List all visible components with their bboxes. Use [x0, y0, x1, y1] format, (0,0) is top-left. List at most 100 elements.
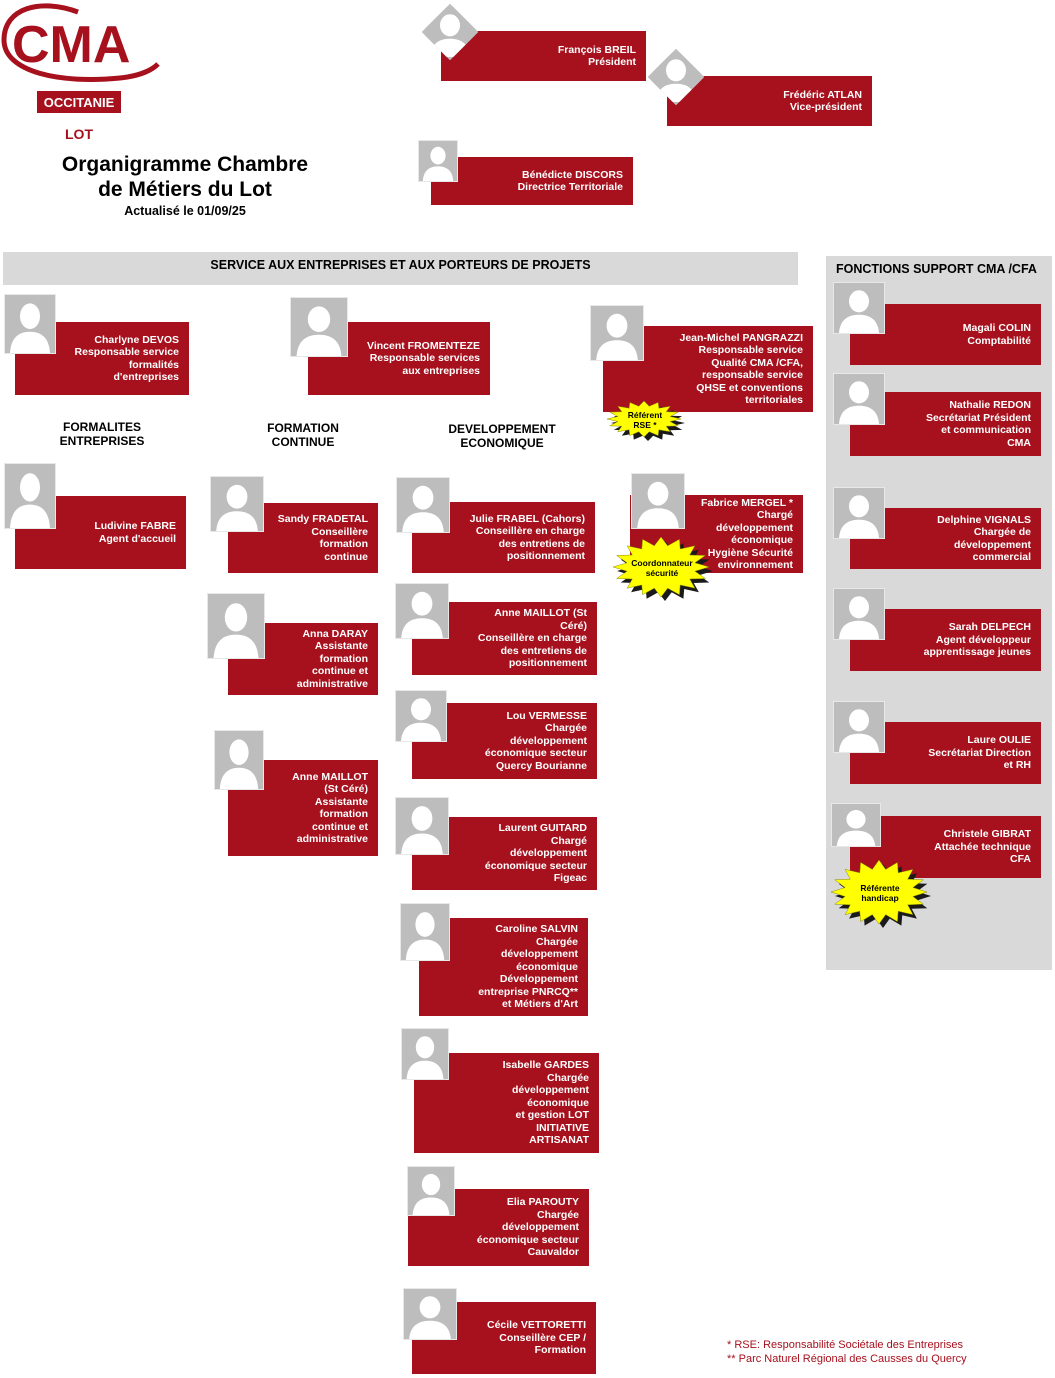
badge-handicap: Référente handicap	[828, 857, 932, 929]
starburst-fill	[830, 859, 928, 925]
person-name: Christele GIBRAT	[943, 828, 1031, 841]
person-name: Anna DARAY	[302, 627, 368, 640]
updated-date: Actualisé le 01/09/25	[124, 204, 246, 218]
starburst-fill	[606, 400, 682, 438]
person-role: Chargé développement économique secteur …	[484, 834, 587, 885]
person-role: (St Céré) Assistante formation continue …	[296, 783, 368, 845]
badge-text: Référente handicap	[860, 883, 900, 903]
section-label-text: DEVELOPPEMENT ECONOMIQUE	[448, 422, 556, 450]
staff-card: Isabelle GARDES Chargée développement éc…	[414, 1053, 599, 1153]
leader-card-president: François BREIL Président	[441, 31, 646, 81]
person-role: Chargée développement économique Dévelop…	[478, 935, 578, 1011]
person-name: Sandy FRADETAL	[277, 513, 368, 525]
avatar-icon	[4, 463, 56, 529]
title-line-2: de Métiers du Lot	[98, 178, 272, 201]
avatar-icon	[210, 476, 264, 532]
person-name: Lou VERMESSE	[506, 709, 587, 722]
person-role: Chargée développement économique secteur…	[484, 722, 587, 772]
starburst-icon	[612, 536, 713, 601]
staff-card: Cécile VETTORETTI Conseillère CEP / Form…	[412, 1302, 596, 1374]
person-name: Laurent GUITARD	[498, 822, 587, 835]
section-label-text: FORMALITES ENTREPRISES	[59, 420, 145, 448]
person-name: Delphine VIGNALS	[937, 513, 1031, 526]
person-role: Responsable service Qualité CMA /CFA, re…	[696, 344, 803, 406]
person-role: Chargée développement économique secteur…	[476, 1208, 579, 1259]
person-name: Isabelle GARDES	[502, 1059, 589, 1072]
leader-card-vice-president: Frédéric ATLAN Vice-président	[667, 76, 872, 126]
person-role: Chargée développement économique et gest…	[511, 1071, 589, 1147]
staff-card: Julie FRABEL (Cahors) Conseillère en cha…	[412, 502, 595, 573]
person-name: Sarah DELPECH	[948, 621, 1031, 634]
avatar-icon	[631, 473, 685, 529]
person-role: Comptabilité	[967, 334, 1031, 347]
person-name: François BREIL	[557, 43, 636, 56]
badge-rse: Référent RSE *	[604, 398, 686, 442]
section-label-formation: FORMATION CONTINUE	[243, 421, 363, 449]
avatar-icon	[395, 797, 449, 855]
section-label-formalites: FORMALITES ENTREPRISES	[40, 420, 164, 448]
service-band: SERVICE AUX ENTREPRISES ET AUX PORTEURS …	[3, 252, 798, 285]
logo-region: OCCITANIE	[44, 95, 115, 110]
avatar-icon	[396, 477, 450, 533]
person-role: Responsable services aux entreprises	[369, 352, 480, 377]
person-name: Caroline SALVIN	[495, 923, 578, 936]
starburst-fill	[612, 536, 710, 598]
support-title: FONCTIONS SUPPORT CMA /CFA	[836, 262, 1037, 276]
person-name: Vincent FROMENTEZE	[367, 339, 480, 352]
section-label-text: FORMATION CONTINUE	[267, 421, 339, 449]
person-role: Chargé développement économique Hygiène …	[707, 509, 793, 571]
leader-card-director: Bénédicte DISCORS Directrice Territorial…	[431, 157, 633, 205]
footnote-rse: * RSE: Responsabilité Sociétale des Entr…	[727, 1339, 964, 1351]
cma-logo: CMA OCCITANIE LOT	[0, 0, 165, 145]
person-role: Conseillère en charge des entretiens de …	[475, 525, 585, 562]
badge-text: Référent RSE *	[627, 410, 663, 430]
person-name: Fabrice MERGEL *	[701, 496, 793, 509]
person-name: Anne MAILLOT	[292, 770, 368, 783]
avatar-icon	[214, 730, 264, 790]
avatar-icon	[833, 701, 885, 753]
avatar-icon	[833, 282, 885, 334]
avatar-icon	[400, 903, 450, 961]
person-role: Président	[588, 56, 636, 68]
cma-logo-mark: CMA OCCITANIE LOT	[1, 3, 160, 142]
person-name: Frédéric ATLAN	[783, 88, 862, 101]
badge-securite: Coordonnateur sécurité	[610, 534, 714, 602]
avatar-icon	[831, 803, 881, 847]
person-name: Bénédicte DISCORS	[522, 168, 623, 181]
support-card: Christele GIBRAT Attachée technique CFA	[850, 816, 1041, 878]
person-role: Chargée de développement commercial	[953, 526, 1031, 563]
person-name: Nathalie REDON	[949, 399, 1031, 411]
person-name: Cécile VETTORETTI	[487, 1319, 586, 1332]
footnotes: * RSE: Responsabilité Sociétale des Entr…	[727, 1338, 967, 1366]
avatar-icon	[395, 690, 447, 742]
section-label-developpement: DEVELOPPEMENT ECONOMIQUE	[432, 422, 572, 450]
avatar-icon	[403, 1288, 457, 1340]
person-role: Conseillère formation continue	[311, 525, 368, 563]
person-role: Directrice Territoriale	[517, 181, 623, 193]
person-role: Agent développeur apprentissage jeunes	[923, 633, 1031, 659]
logo-mark-text: CMA	[12, 16, 130, 74]
avatar-icon	[395, 583, 449, 639]
avatar-icon	[407, 1166, 455, 1216]
badge-text: Coordonnateur sécurité	[631, 558, 693, 578]
starburst-icon	[606, 400, 685, 441]
logo-dept: LOT	[65, 126, 93, 142]
avatar-icon	[401, 1028, 449, 1080]
starburst-icon	[830, 859, 931, 928]
avatar-icon	[4, 294, 56, 354]
footnote-pnrcq: ** Parc Naturel Régional des Causses du …	[727, 1353, 967, 1365]
person-role: Attachée technique CFA	[934, 840, 1031, 866]
staff-card: Laurent GUITARD Chargé développement éco…	[412, 817, 597, 890]
title-line-1: Organigramme Chambre	[61, 153, 309, 176]
avatar-icon	[418, 140, 458, 182]
person-name: Jean-Michel PANGRAZZI	[679, 331, 804, 344]
avatar-icon	[590, 305, 644, 361]
avatar-icon	[833, 373, 885, 425]
avatar-icon	[290, 297, 348, 357]
support-card: Nathalie REDON Secrétariat Président et …	[850, 392, 1041, 456]
person-name: Laure OULIE	[967, 734, 1031, 747]
avatar-icon	[207, 593, 265, 659]
person-role: Responsable service formalités d'entrepr…	[74, 346, 179, 383]
person-name: Elia PAROUTY	[506, 1196, 579, 1209]
person-role: Assistante formation continue et adminis…	[296, 640, 368, 690]
